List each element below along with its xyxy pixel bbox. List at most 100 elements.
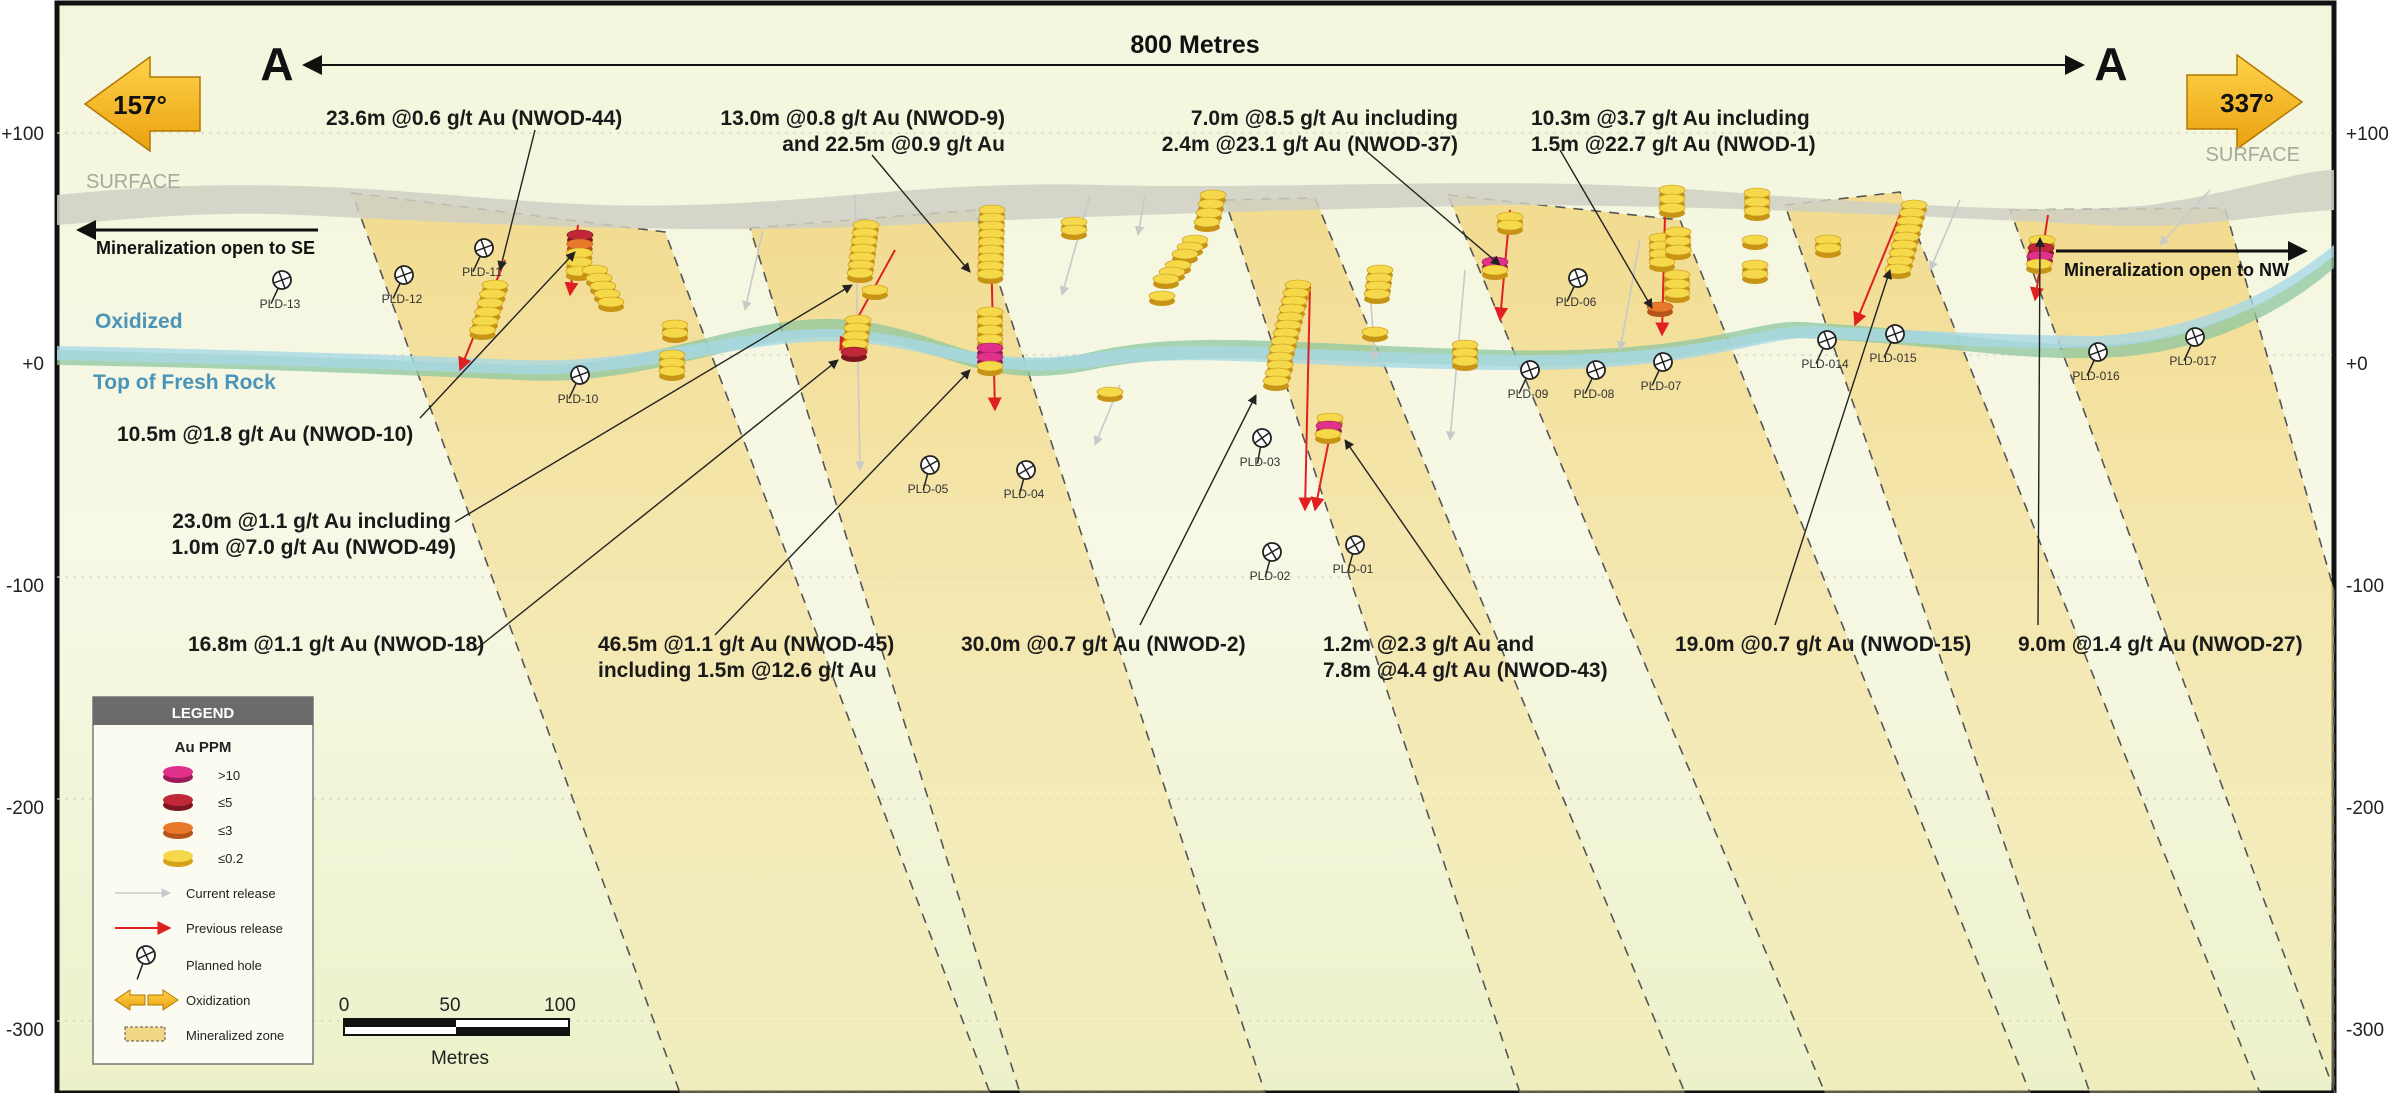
bearing-left-label: 157°	[113, 90, 167, 120]
assay-disc	[976, 333, 1004, 345]
annotation-text: 9.0m @1.4 g/t Au (NWOD-27)	[2018, 633, 2303, 656]
planned-hole-marker: PLD-03	[1240, 426, 1281, 469]
planned-hole-label: PLD-07	[1641, 379, 1682, 393]
annotation-text: 7.0m @8.5 g/t Au including	[1191, 107, 1458, 130]
annotation-text: 19.0m @0.7 g/t Au (NWOD-15)	[1675, 633, 1971, 656]
planned-hole-marker: PLD-06	[1556, 265, 1597, 309]
planned-hole-marker: PLD-017	[2169, 324, 2217, 368]
assay-disc	[1197, 198, 1225, 210]
bearing-arrow-right: 337°	[2186, 53, 2304, 151]
planned-hole-label: PLD-03	[1240, 455, 1281, 469]
svg-text:≤5: ≤5	[218, 795, 232, 810]
svg-text:0: 0	[339, 995, 350, 1016]
assay-disc	[1658, 202, 1686, 214]
legend-grade-le5: ≤5	[163, 794, 232, 811]
mineralized-zone	[2008, 207, 2336, 1093]
assay-disc	[479, 288, 506, 300]
planned-hole-marker: PLD-01	[1333, 533, 1374, 576]
assay-disc	[658, 365, 686, 377]
assay-disc	[1171, 248, 1199, 260]
planned-hole-label: PLD-017	[2169, 354, 2217, 368]
svg-text:50: 50	[439, 995, 460, 1016]
assay-disc	[840, 346, 868, 358]
surface-band	[57, 170, 2334, 230]
assay-disc	[1060, 224, 1088, 236]
planned-hole-marker: PLD-02	[1250, 540, 1291, 583]
assay-disc	[661, 327, 689, 339]
mineralization-open-nw: Mineralization open to NW	[2056, 241, 2308, 280]
legend-grade-gt10: >10	[163, 766, 240, 783]
planned-hole-marker: PLD-014	[1801, 327, 1849, 371]
elevation-label: +100	[2346, 124, 2389, 145]
annotation-text: 13.0m @0.8 g/t Au (NWOD-9)	[720, 107, 1005, 130]
assay-disc	[861, 284, 889, 296]
assay-disc	[471, 315, 499, 327]
annotation-text: and 22.5m @0.9 g/t Au	[782, 133, 1005, 156]
mineralized-zones	[350, 191, 2336, 1093]
annotations: 23.6m @0.6 g/t Au (NWOD-44) 13.0m @0.8 g…	[117, 107, 2303, 682]
assay-disc	[566, 238, 594, 250]
assay-disc	[976, 315, 1004, 327]
section-end-right: A	[2094, 38, 2127, 90]
planned-hole-marker: PLD-08	[1574, 357, 1615, 401]
surface-label-left: SURFACE	[86, 171, 180, 193]
planned-hole-marker: PLD-016	[2072, 339, 2120, 383]
planned-hole-label: PLD-016	[2072, 369, 2120, 383]
svg-text:Metres: Metres	[431, 1048, 489, 1069]
assay-disc	[1741, 234, 1769, 246]
planned-hole-marker: PLD-12	[382, 262, 423, 306]
annotation-text: 10.5m @1.8 g/t Au (NWOD-10)	[117, 423, 413, 446]
elevation-label: +0	[2346, 354, 2368, 375]
assay-disc	[1663, 287, 1691, 299]
assay-disc	[469, 324, 496, 336]
planned-hole-label: PLD-06	[1556, 295, 1597, 309]
assay-disc	[976, 324, 1004, 336]
assay-disc	[1481, 264, 1509, 276]
assay-disc	[977, 268, 1004, 280]
assay-disc	[476, 297, 504, 309]
elevation-label: +100	[1, 124, 44, 145]
assay-disc	[1658, 193, 1686, 205]
annotation-text: 10.3m @3.7 g/t Au including	[1531, 107, 1810, 130]
assay-disc	[1193, 216, 1221, 228]
annotation-text: 16.8m @1.1 g/t Au (NWOD-18)	[188, 633, 484, 656]
assay-disc	[1741, 259, 1769, 271]
elevation-label: -200	[2346, 798, 2384, 819]
svg-text:Planned hole: Planned hole	[186, 958, 262, 973]
planned-hole-label: PLD-09	[1508, 387, 1549, 401]
planned-hole-marker: PLD-07	[1641, 349, 1682, 393]
bearing-arrow-left: 157°	[83, 55, 201, 153]
mineralized-zone	[1446, 194, 2031, 1093]
annotation-text: 1.2m @2.3 g/t Au and	[1323, 633, 1534, 656]
planned-hole-marker: PLD-10	[558, 362, 599, 406]
svg-text:≤0.2: ≤0.2	[218, 851, 243, 866]
assay-disc	[976, 360, 1004, 372]
assay-disc	[1314, 428, 1342, 440]
planned-hole-label: PLD-08	[1574, 387, 1615, 401]
planned-hole-label: PLD-01	[1333, 562, 1374, 576]
fresh-rock-label: Top of Fresh Rock	[93, 371, 276, 394]
planned-hole-marker: PLD-13	[260, 267, 301, 311]
annotation-text: 1.0m @7.0 g/t Au (NWOD-49)	[171, 536, 456, 559]
elevation-axis-left: +100 +0 -100 -200 -300	[1, 124, 44, 1041]
bearing-right-label: 337°	[2220, 88, 2274, 118]
annotation-text: 7.8m @4.4 g/t Au (NWOD-43)	[1323, 659, 1608, 682]
legend-title: LEGEND	[172, 705, 235, 722]
annotation-text: including 1.5m @12.6 g/t Au	[598, 659, 877, 682]
legend: LEGEND Au PPM >10 ≤5 ≤3 ≤0.2 Current rel…	[92, 696, 314, 1065]
svg-text:Mineralization open to NW: Mineralization open to NW	[2064, 260, 2289, 280]
legend-previous-release: Previous release	[115, 921, 283, 936]
assay-disc	[1664, 226, 1692, 238]
section-end-left: A	[260, 38, 293, 90]
section-header: A A 800 Metres	[260, 27, 2128, 90]
planned-hole-label: PLD-05	[908, 482, 949, 496]
assay-disc	[1741, 268, 1769, 280]
assay-disc	[976, 351, 1004, 363]
assay-disc	[1663, 278, 1691, 290]
assay-disc	[1664, 235, 1692, 247]
planned-hole-marker: PLD-05	[908, 453, 949, 496]
planned-hole-label: PLD-015	[1869, 351, 1917, 365]
planned-hole-label: PLD-13	[260, 297, 301, 311]
